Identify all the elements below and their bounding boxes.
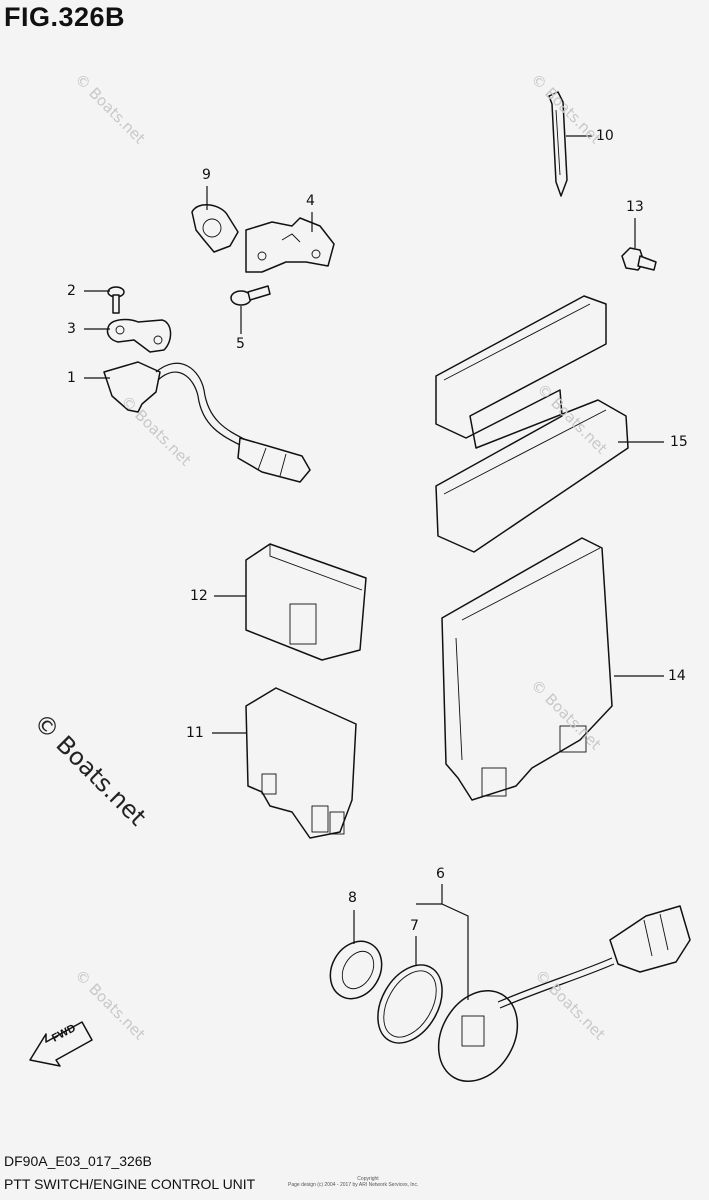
bolt-part-5[interactable]: [230, 285, 271, 306]
copyright-notice: Copyright Page design (c) 2004 - 2017 by…: [288, 1176, 448, 1188]
diagram-name: PTT SWITCH/ENGINE CONTROL UNIT: [4, 1176, 256, 1192]
callout-5: 5: [236, 336, 245, 352]
cable-tie-part[interactable]: [548, 91, 568, 197]
bracket-part[interactable]: [245, 217, 335, 273]
callout-8: 8: [348, 890, 357, 906]
bolt-part-13[interactable]: [621, 247, 657, 271]
clip-part[interactable]: [191, 204, 239, 253]
engine-control-unit-part[interactable]: [441, 537, 613, 801]
callout-10: 10: [596, 128, 614, 144]
fwd-arrow-icon: [29, 1021, 93, 1067]
callout-15: 15: [670, 434, 688, 450]
callout-1: 1: [67, 370, 76, 386]
o-ring-part[interactable]: [365, 954, 455, 1055]
grommet-part[interactable]: [320, 932, 392, 1008]
copyright-text: Page design (c) 2004 - 2017 by ARI Netwo…: [288, 1182, 419, 1188]
switch-harness-part[interactable]: [423, 905, 691, 1096]
relay-module-part[interactable]: [245, 687, 357, 839]
callout-12: 12: [190, 588, 208, 604]
callout-14: 14: [668, 668, 686, 684]
leader-lines: [84, 135, 664, 1000]
copyright-title: Copyright: [357, 1176, 379, 1182]
callout-13: 13: [626, 199, 644, 215]
callout-11: 11: [186, 725, 204, 741]
figure-title: FIG.326B: [4, 2, 126, 32]
callout-4: 4: [306, 193, 315, 209]
callout-9: 9: [202, 167, 211, 183]
plate-part[interactable]: [106, 318, 172, 353]
rubber-cover-part[interactable]: [435, 295, 629, 553]
cover-box-part[interactable]: [245, 543, 367, 661]
screw-part[interactable]: [107, 286, 125, 314]
diagram-code: DF90A_E03_017_326B: [4, 1153, 152, 1169]
callout-6: 6: [436, 866, 445, 882]
callout-3: 3: [67, 321, 76, 337]
callout-2: 2: [67, 283, 76, 299]
callout-7: 7: [410, 918, 419, 934]
ptt-switch-part[interactable]: [103, 361, 311, 483]
